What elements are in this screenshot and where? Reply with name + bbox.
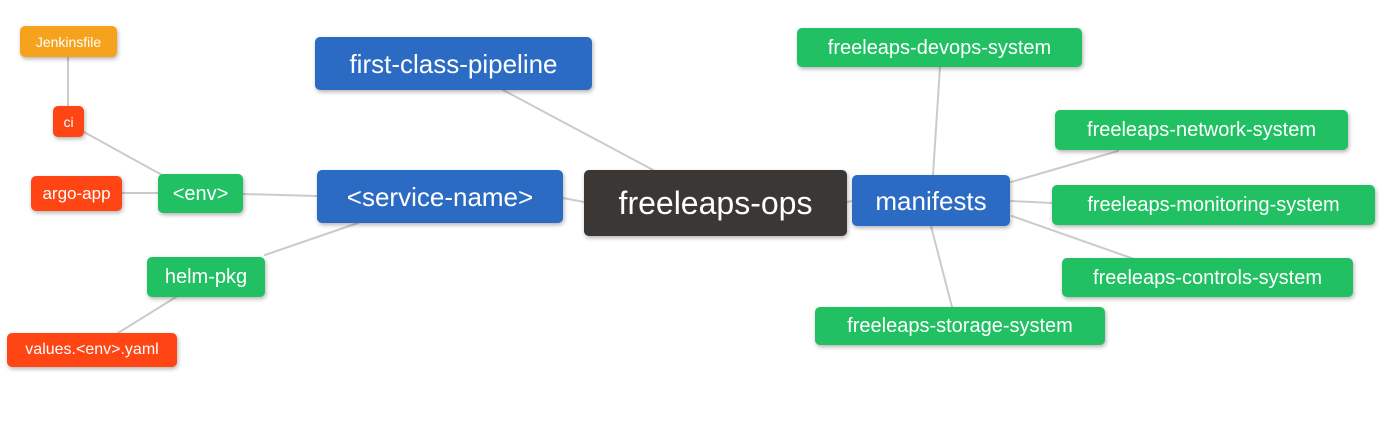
edge-manifests-controls-system	[1011, 215, 1135, 260]
argo-app-node[interactable]: argo-app	[31, 176, 122, 211]
values-env-yaml-node[interactable]: values.<env>.yaml	[7, 333, 177, 367]
edge-service-name-helm-pkg	[264, 222, 359, 256]
ci-node[interactable]: ci	[53, 106, 84, 137]
edge-env-service-name	[242, 193, 318, 197]
edge-first-class-pipeline-ops	[502, 89, 656, 172]
jenkinsfile-node[interactable]: Jenkinsfile	[20, 26, 117, 57]
freeleaps-ops-node[interactable]: freeleaps-ops	[584, 170, 847, 236]
service-name-node[interactable]: <service-name>	[317, 170, 563, 223]
helm-pkg-node[interactable]: helm-pkg	[147, 257, 265, 297]
edge-helm-pkg-values	[117, 296, 177, 334]
edge-manifests-monitoring-system	[1010, 200, 1053, 204]
edge-manifests-storage-system	[930, 225, 953, 308]
freeleaps-network-system-node[interactable]: freeleaps-network-system	[1055, 110, 1348, 150]
edge-ci-env	[83, 131, 163, 176]
edge-manifests-network-system	[1010, 150, 1119, 183]
freeleaps-devops-system-node[interactable]: freeleaps-devops-system	[797, 28, 1082, 67]
edge-manifests-devops-system	[932, 66, 941, 176]
freeleaps-storage-system-node[interactable]: freeleaps-storage-system	[815, 307, 1105, 345]
env-node[interactable]: <env>	[158, 174, 243, 213]
manifests-node[interactable]: manifests	[852, 175, 1010, 226]
edge-service-name-freeleaps-ops	[562, 197, 585, 203]
freeleaps-controls-system-node[interactable]: freeleaps-controls-system	[1062, 258, 1353, 297]
first-class-pipeline-node[interactable]: first-class-pipeline	[315, 37, 592, 90]
freeleaps-monitoring-system-node[interactable]: freeleaps-monitoring-system	[1052, 185, 1375, 225]
edge-freeleaps-ops-manifests	[845, 200, 854, 203]
